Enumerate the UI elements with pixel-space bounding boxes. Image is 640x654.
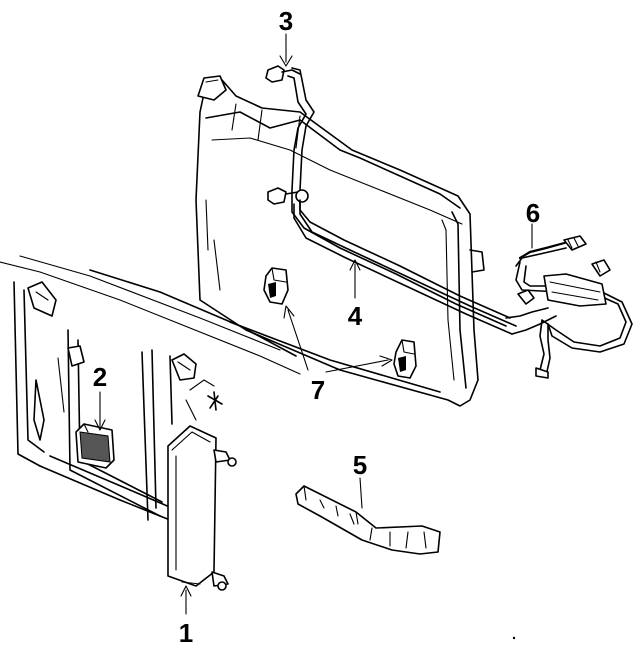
callout-2: 2 (93, 362, 107, 392)
radiator (195, 75, 485, 407)
leader-lines (94, 33, 533, 615)
relay-module (75, 423, 115, 469)
cooler-hose (295, 485, 441, 555)
callout-7: 7 (311, 375, 325, 405)
callout-1: 1 (179, 618, 193, 648)
stray-dot (512, 636, 516, 640)
mounting-bracket-lower (393, 339, 417, 379)
mounting-bracket-upper (263, 267, 289, 305)
radiator-support-frame (0, 255, 301, 521)
callout-6: 6 (526, 198, 540, 228)
cooler-line-lower (267, 187, 517, 335)
callout-4: 4 (348, 301, 363, 331)
oil-cooler (167, 425, 237, 591)
callout-5: 5 (353, 450, 367, 480)
callout-3: 3 (279, 6, 293, 36)
oil-cooler-line-assembly (505, 235, 633, 379)
